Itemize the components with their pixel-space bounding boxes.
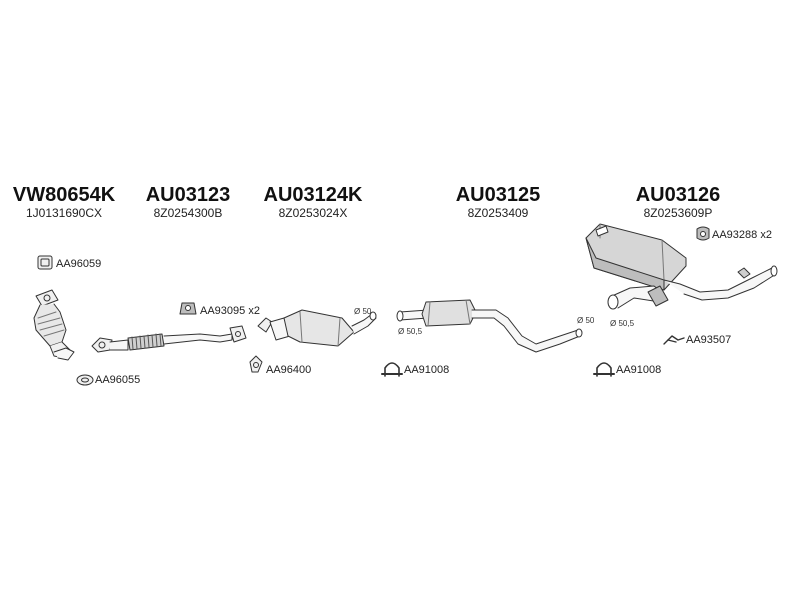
diameter-label: Ø 50 bbox=[354, 307, 372, 316]
accessory-label-gasket: AA96055 bbox=[95, 374, 141, 386]
accessory-label-gasket: AA96400 bbox=[266, 364, 312, 376]
part-code: AU03124K bbox=[263, 184, 363, 206]
part-group-front-pipe: AU03123 8Z0254300B bbox=[136, 184, 240, 220]
diameter-label: Ø 50,5 bbox=[610, 319, 635, 328]
u-clamp-icon bbox=[593, 362, 615, 377]
gasket-icon bbox=[76, 374, 94, 386]
oem-number: 8Z0253609P bbox=[643, 206, 713, 220]
diameter-label: Ø 50,5 bbox=[398, 327, 423, 336]
part-group-rear-silencer: AU03126 8Z0253609P bbox=[626, 184, 730, 220]
oem-number: 8Z0254300B bbox=[153, 206, 223, 220]
accessory-label-clamp: AA91008 bbox=[616, 364, 662, 376]
accessory-label-bracket: AA93507 bbox=[686, 334, 732, 346]
part-code: VW80654K bbox=[12, 184, 116, 206]
bracket-icon bbox=[663, 335, 685, 345]
oem-number: 1J0131690CX bbox=[25, 206, 103, 220]
diameter-label: Ø 50 bbox=[577, 316, 595, 325]
front-catalyst-part bbox=[33, 289, 75, 361]
accessory-label-hanger: AA93288 x2 bbox=[712, 229, 772, 241]
part-code: AU03126 bbox=[635, 184, 721, 206]
oem-number: 8Z0253024X bbox=[278, 206, 348, 220]
catalyst-part bbox=[257, 309, 377, 347]
clamp-icon bbox=[37, 255, 53, 270]
part-code: AU03125 bbox=[455, 184, 541, 206]
rear-silencer-part bbox=[585, 223, 778, 310]
accessory-label-clamp: AA91008 bbox=[404, 364, 450, 376]
front-pipe-part bbox=[91, 325, 247, 353]
part-group-catalyst: AU03124K 8Z0253024X bbox=[258, 184, 368, 220]
rubber-hanger-icon bbox=[696, 226, 710, 241]
part-group-catalyst-front: VW80654K 1J0131690CX bbox=[12, 184, 116, 220]
u-clamp-icon bbox=[381, 362, 403, 377]
part-group-middle-silencer: AU03125 8Z0253409 bbox=[446, 184, 550, 220]
middle-silencer-part bbox=[396, 299, 583, 353]
gasket-icon bbox=[249, 355, 263, 373]
accessory-label-clamp: AA96059 bbox=[56, 258, 102, 270]
oem-number: 8Z0253409 bbox=[467, 206, 529, 220]
part-code: AU03123 bbox=[145, 184, 231, 206]
accessory-label-hanger: AA93095 x2 bbox=[200, 305, 260, 317]
rubber-hanger-icon bbox=[179, 302, 197, 315]
